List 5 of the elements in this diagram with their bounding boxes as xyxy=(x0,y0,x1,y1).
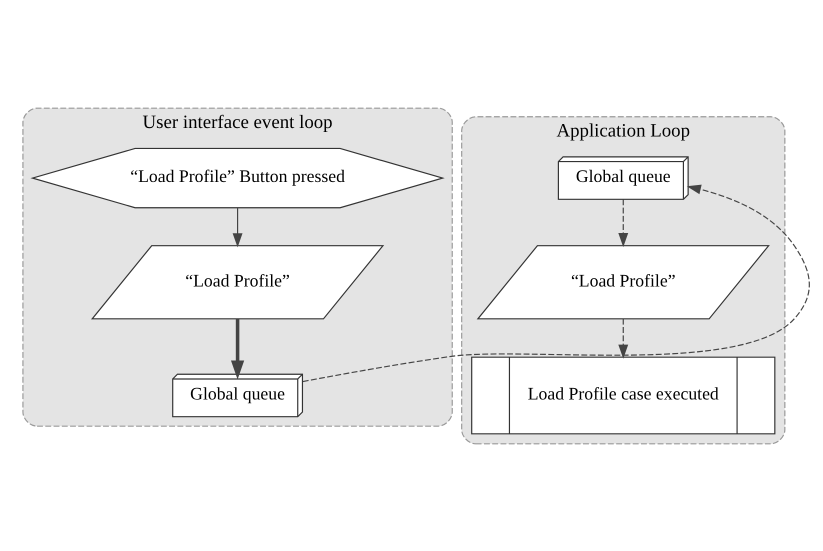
arrow xyxy=(232,208,243,247)
arrow xyxy=(302,184,810,382)
arrow xyxy=(618,318,628,358)
arrow xyxy=(618,198,628,247)
arrow xyxy=(230,318,244,379)
